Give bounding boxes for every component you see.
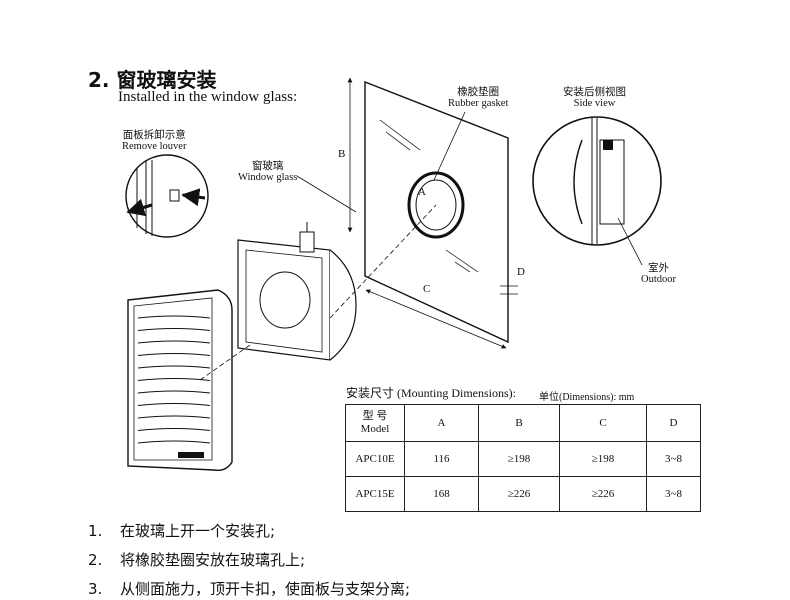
cell-c: ≥198 bbox=[559, 441, 647, 477]
dimension-b-label: B bbox=[338, 148, 346, 160]
mounting-dimensions-title: 安装尺寸 (Mounting Dimensions): bbox=[346, 386, 516, 400]
mounting-dimensions-table: 型 号 Model A B C D APC10E 116 ≥198 ≥198 3… bbox=[345, 404, 701, 512]
cell-b: ≥198 bbox=[478, 441, 560, 477]
side-view-detail bbox=[532, 116, 662, 246]
step-item: 1.在玻璃上开一个安装孔; bbox=[88, 522, 276, 540]
window-glass-label: 窗玻璃 Window glass bbox=[238, 160, 298, 183]
dimension-c-label: C bbox=[423, 283, 431, 295]
step-item: 2.将橡胶垫圈安放在玻璃孔上; bbox=[88, 551, 306, 569]
step-item: 3.从侧面施力，顶开卡扣，使面板与支架分离; bbox=[88, 580, 411, 598]
leader-window-glass bbox=[296, 175, 357, 213]
header-d: D bbox=[646, 404, 701, 442]
table-row: APC15E 168 ≥226 ≥226 3~8 bbox=[345, 476, 701, 512]
table-header-row: 型 号 Model A B C D bbox=[345, 404, 701, 442]
cell-a: 168 bbox=[404, 476, 479, 512]
remove-louver-label: 面板拆卸示意 Remove louver bbox=[122, 129, 187, 152]
cell-d: 3~8 bbox=[646, 441, 701, 477]
side-view-label: 安装后侧视图 Side view bbox=[563, 86, 626, 109]
cell-b: ≥226 bbox=[478, 476, 560, 512]
cell-model: APC15E bbox=[345, 476, 405, 512]
louver-slat bbox=[137, 390, 211, 394]
louver-slat bbox=[137, 415, 211, 419]
cell-a: 116 bbox=[404, 441, 479, 477]
leader-outdoor bbox=[617, 217, 643, 266]
section-subheading: Installed in the window glass: bbox=[118, 89, 298, 105]
louver-slat bbox=[137, 365, 211, 369]
window-glass-pane bbox=[199, 77, 518, 381]
louver-slat bbox=[137, 340, 211, 344]
louver-slat bbox=[137, 403, 211, 406]
louver-slat bbox=[137, 353, 211, 356]
cell-model: APC10E bbox=[345, 441, 405, 477]
front-louver-panel bbox=[127, 289, 233, 472]
header-a: A bbox=[404, 404, 479, 442]
section-heading: 2. 窗玻璃安装 bbox=[88, 68, 217, 92]
units-label: 单位(Dimensions): mm bbox=[539, 392, 635, 403]
fan-housing bbox=[237, 222, 357, 361]
dimension-d-label: D bbox=[517, 266, 525, 278]
dimension-a-label: A bbox=[418, 186, 426, 198]
outdoor-label: 室外 Outdoor bbox=[641, 262, 676, 285]
louver-slat bbox=[137, 328, 211, 331]
louver-slat bbox=[137, 428, 211, 431]
louver-slat bbox=[137, 378, 211, 381]
cell-c: ≥226 bbox=[559, 476, 647, 512]
header-c: C bbox=[559, 404, 647, 442]
louver-slat bbox=[137, 440, 211, 444]
header-b: B bbox=[478, 404, 560, 442]
louver-slat bbox=[137, 315, 211, 319]
rubber-gasket-label: 橡胶垫圈 Rubber gasket bbox=[448, 86, 509, 109]
header-model: 型 号 Model bbox=[345, 404, 405, 442]
leader-rubber-gasket bbox=[433, 111, 466, 181]
cell-d: 3~8 bbox=[646, 476, 701, 512]
table-row: APC10E 116 ≥198 ≥198 3~8 bbox=[345, 441, 701, 477]
remove-louver-detail bbox=[125, 154, 209, 238]
